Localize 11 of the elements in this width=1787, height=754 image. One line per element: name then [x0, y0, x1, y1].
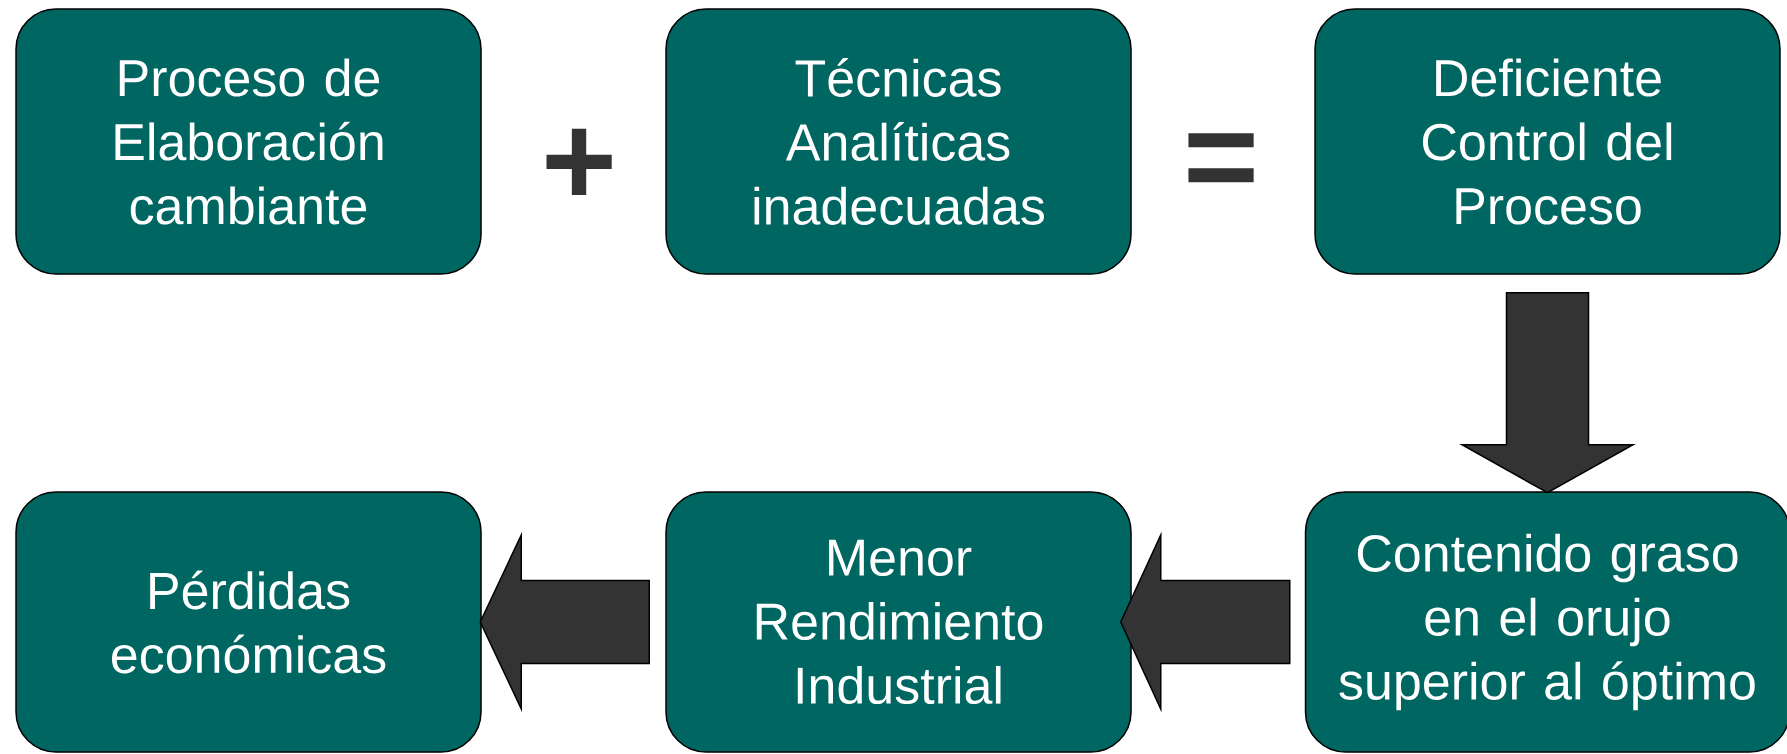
- block-arrow: [1459, 292, 1636, 494]
- operator-sign: =: [1188, 133, 1254, 183]
- block-arrow: [479, 531, 650, 713]
- block-arrow: [1119, 531, 1291, 713]
- process-box: Menor Rendimiento Industrial: [665, 491, 1132, 753]
- operator-sign: +: [546, 128, 612, 195]
- process-box: Contenido graso en el orujo superior al óptimo: [1304, 491, 1787, 753]
- process-box: Proceso de Elaboración cambiante: [15, 8, 482, 275]
- process-box: Técnicas Analíticas inadecuadas: [665, 8, 1132, 275]
- process-box: Deficiente Control del Proceso: [1314, 8, 1781, 275]
- process-box: Pérdidas económicas: [15, 491, 482, 753]
